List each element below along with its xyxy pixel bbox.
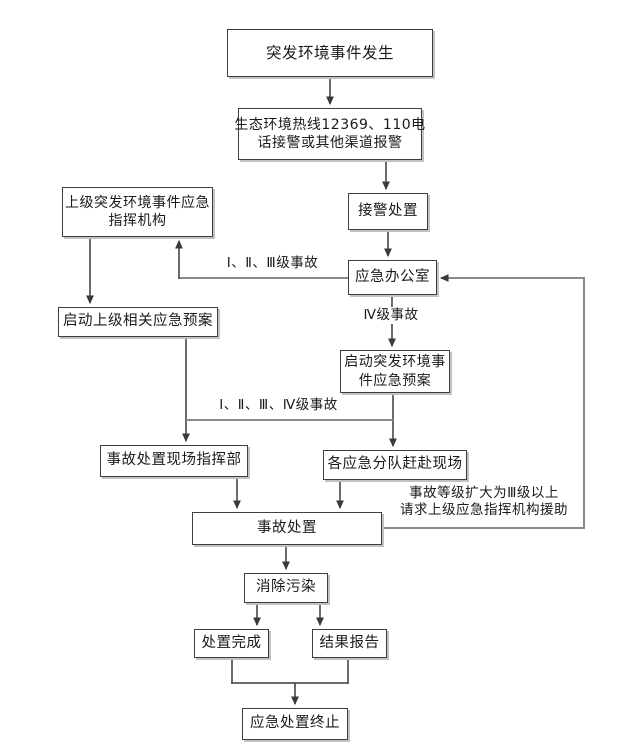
node-hotline-line1: 生态环境热线12369、110电 (234, 116, 426, 133)
node-hotline-report: 生态环境热线12369、110电 话接警或其他渠道报警 (234, 108, 425, 160)
node-disposal-label: 事故处置 (257, 519, 317, 536)
node-disposal-complete: 处置完成 (194, 629, 269, 658)
node-report-label: 结果报告 (319, 634, 380, 651)
edge-disposal-feedback-to-office (382, 274, 585, 529)
node-incident-label: 突发环境事件发生 (265, 43, 394, 62)
label-level-4: Ⅳ级事故 (362, 307, 420, 325)
node-emergency-office-label: 应急办公室 (355, 268, 430, 285)
node-incident-plan: 启动突发环境事 件应急预案 (340, 350, 450, 393)
label-levels-1234: Ⅰ、Ⅱ、Ⅲ、Ⅳ级事故 (206, 397, 351, 415)
node-superior-command-line2: 指挥机构 (108, 213, 167, 229)
label-escalation-line2: 请求上级应急指挥机构援助 (400, 502, 568, 519)
node-teams-label: 各应急分队赶赴现场 (327, 456, 463, 473)
node-teams-to-scene: 各应急分队赶赴现场 (323, 450, 467, 480)
label-escalation-line1: 事故等级扩大为Ⅲ级以上 (409, 485, 559, 501)
node-alarm-handling-label: 接警处置 (358, 202, 418, 219)
node-termination: 应急处置终止 (242, 708, 348, 740)
node-incident-plan-line1: 启动突发环境事 (344, 354, 446, 371)
node-result-report: 结果报告 (312, 629, 387, 658)
node-pollution-removal: 消除污染 (244, 573, 328, 603)
node-termination-label: 应急处置终止 (250, 715, 340, 732)
node-onsite-command-label: 事故处置现场指挥部 (106, 452, 242, 469)
node-superior-plan-label: 启动上级相关应急预案 (63, 313, 213, 330)
node-disposal: 事故处置 (192, 512, 382, 545)
node-incident-occurs: 突发环境事件发生 (227, 29, 433, 77)
node-pollution-label: 消除污染 (256, 579, 316, 596)
node-complete-label: 处置完成 (201, 634, 262, 651)
label-escalation-note: 事故等级扩大为Ⅲ级以上 请求上级应急指挥机构援助 (398, 485, 570, 520)
node-onsite-command: 事故处置现场指挥部 (100, 445, 248, 477)
node-incident-plan-line2: 件应急预案 (358, 372, 432, 389)
node-hotline-line2: 话接警或其他渠道报警 (257, 135, 403, 151)
label-levels-123: Ⅰ、Ⅱ、Ⅲ级事故 (210, 255, 335, 273)
node-superior-command-line1: 上级突发环境事件应急 (65, 194, 210, 211)
node-superior-command: 上级突发环境事件应急 指挥机构 (62, 187, 213, 237)
node-superior-plan: 启动上级相关应急预案 (58, 307, 218, 337)
node-alarm-handling: 接警处置 (348, 193, 428, 230)
node-emergency-office: 应急办公室 (348, 260, 437, 295)
